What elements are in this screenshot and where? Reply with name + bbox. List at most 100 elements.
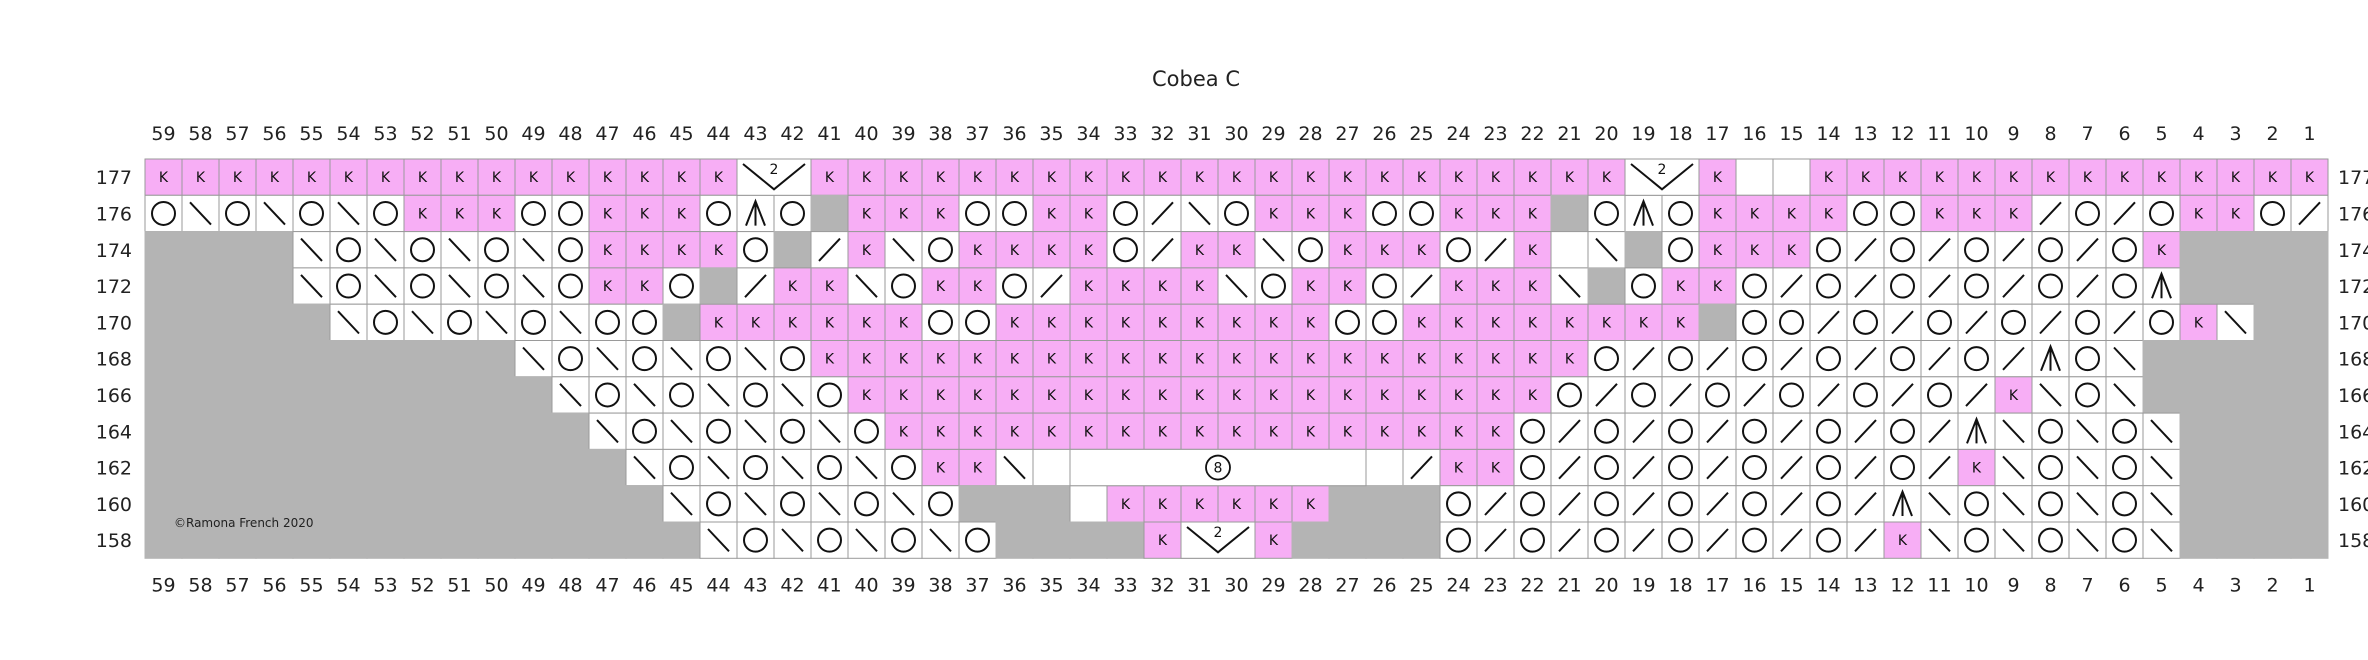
no-stitch-cell (1032, 485, 1071, 523)
no-stitch-cell (292, 340, 331, 378)
knit-symbol: K (1343, 170, 1353, 186)
column-number: 5 (2155, 123, 2167, 145)
yarn-over-symbol (965, 527, 990, 553)
stitch-cell (1809, 448, 1848, 487)
yarn-over-symbol (1520, 455, 1545, 481)
knit-cell (662, 194, 701, 233)
left-decrease-symbol (1595, 237, 1618, 262)
knit-cell (847, 158, 886, 196)
column-number: 29 (1261, 574, 1285, 596)
no-stitch-cell (1106, 521, 1145, 559)
stitch-cell (958, 194, 997, 233)
knit-cell (403, 194, 442, 233)
stitch-cell (1365, 448, 1404, 487)
knit-cell (736, 303, 775, 342)
yarn-over-symbol (373, 200, 398, 226)
stitch-cell (1587, 448, 1626, 487)
column-number: 10 (1964, 123, 1988, 145)
stitch-cell (699, 340, 738, 378)
row-number: 170 (96, 312, 132, 334)
right-decrease-symbol (2002, 237, 2025, 262)
stitch-cell (1439, 485, 1478, 523)
column-number: 41 (817, 574, 841, 596)
left-decrease-symbol (633, 383, 656, 407)
stitch-cell (1661, 340, 1700, 378)
knit-cell (1513, 267, 1552, 305)
yarn-over-symbol (1631, 273, 1656, 299)
yarn-over-symbol (1927, 309, 1952, 335)
right-decrease-symbol (1928, 455, 1951, 480)
left-decrease-symbol (2039, 383, 2062, 407)
yarn-over-symbol (1742, 455, 1767, 481)
no-stitch-cell (218, 448, 257, 487)
yarn-over-symbol (632, 418, 657, 444)
stitch-cell (1661, 521, 1700, 559)
knit-symbol: K (825, 279, 835, 295)
left-decrease-symbol (2150, 528, 2173, 552)
knit-cell (1328, 231, 1367, 269)
circled-number: 8 (1214, 461, 1223, 477)
knit-symbol: K (1010, 170, 1020, 186)
yarn-over-symbol (1964, 491, 1989, 517)
stitch-cell (1735, 340, 1774, 378)
knit-symbol: K (1972, 206, 1982, 222)
row-number: 177 (2338, 167, 2368, 189)
knit-symbol: K (1269, 424, 1279, 440)
knit-symbol: K (1195, 279, 1205, 295)
no-stitch-cell (2179, 521, 2218, 559)
knit-symbol: K (1158, 352, 1168, 368)
no-stitch-cell (329, 412, 368, 450)
knit-symbol: K (1528, 243, 1538, 259)
knit-cell (995, 340, 1034, 378)
knit-cell (884, 158, 923, 196)
yarn-over-symbol (743, 237, 768, 263)
knit-symbol: K (1158, 388, 1168, 404)
yarn-over-symbol (1964, 346, 1989, 372)
left-decrease-symbol (300, 237, 323, 262)
no-stitch-cell (255, 303, 294, 342)
knit-cell (1143, 521, 1182, 559)
no-stitch-cell (514, 485, 553, 523)
right-decrease-symbol (1780, 419, 1803, 444)
right-decrease-symbol (1558, 528, 1581, 552)
knit-symbol: K (1454, 206, 1464, 222)
yarn-over-symbol (1557, 382, 1582, 408)
knit-symbol: K (1158, 533, 1168, 549)
yarn-over-symbol (2149, 200, 2174, 226)
no-stitch-cell (181, 521, 220, 559)
knit-symbol: K (714, 170, 724, 186)
knit-symbol: K (1380, 352, 1390, 368)
no-stitch-cell (1698, 303, 1737, 342)
left-decrease-symbol (300, 274, 323, 298)
column-number: 52 (410, 123, 434, 145)
knit-symbol: K (788, 315, 798, 331)
row-number: 176 (2338, 203, 2368, 225)
column-number: 27 (1335, 123, 1359, 145)
left-decrease-symbol (411, 310, 434, 335)
stitch-cell (1883, 231, 1922, 269)
knit-symbol: K (2009, 206, 2019, 222)
column-number: 40 (854, 574, 878, 596)
no-stitch-cell (2253, 267, 2292, 305)
column-number: 9 (2007, 574, 2019, 596)
no-stitch-cell (2290, 485, 2329, 523)
no-stitch-cell (403, 340, 442, 378)
stitch-cell (366, 303, 405, 342)
stitch-cell (1439, 231, 1478, 269)
no-stitch-cell (440, 412, 479, 450)
column-number: 7 (2081, 123, 2093, 145)
yarn-over-symbol (1631, 382, 1656, 408)
column-number: 19 (1631, 123, 1655, 145)
no-stitch-cell (995, 485, 1034, 523)
column-number: 39 (891, 574, 915, 596)
stitch-cell (2105, 485, 2144, 523)
left-decrease-symbol (2150, 419, 2173, 444)
yarn-over-symbol (1742, 309, 1767, 335)
knit-symbol: K (1343, 388, 1353, 404)
column-number: 32 (1150, 574, 1174, 596)
knit-symbol: K (1491, 206, 1501, 222)
knit-cell (995, 412, 1034, 450)
knit-cell (1032, 231, 1071, 269)
column-number: 16 (1742, 123, 1766, 145)
knit-cell (1254, 303, 1293, 342)
